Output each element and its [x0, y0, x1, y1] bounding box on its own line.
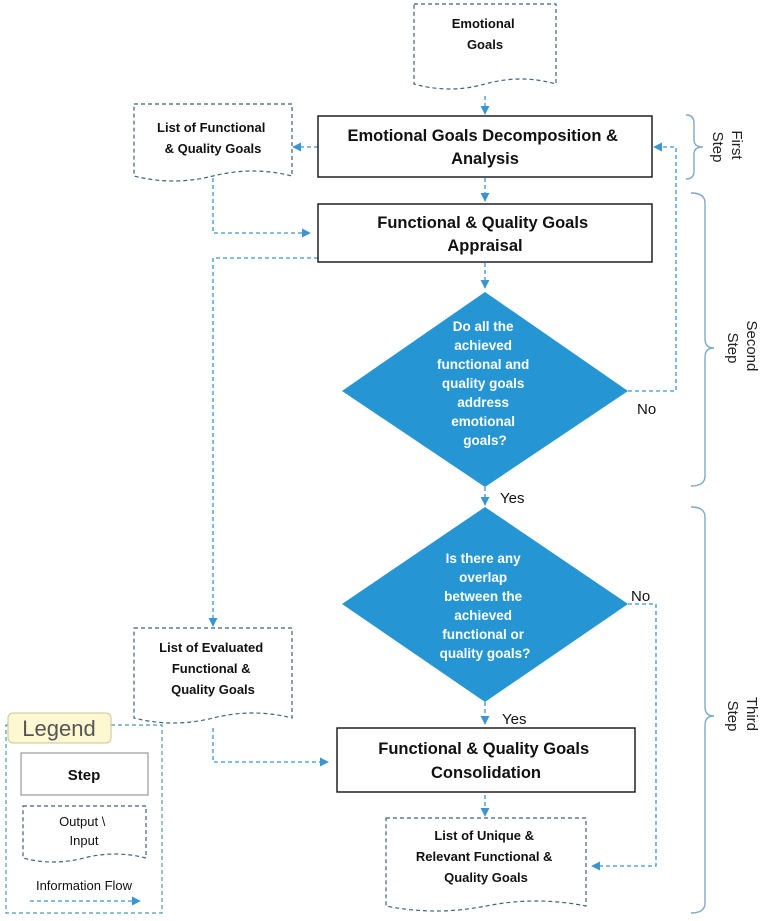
decision-overlap-line: functional or — [442, 627, 524, 642]
flow-evaluated-to-consolidation — [212, 728, 329, 767]
step-consolidation: Functional & Quality Goals Consolidation — [336, 727, 636, 793]
legend-document-label: Output \ Input — [59, 814, 109, 848]
decision-overlap-line: overlap — [459, 570, 507, 585]
flow-list-to-appraisal — [212, 178, 311, 238]
decision-address-line: Do all the — [453, 319, 514, 334]
flow-no-loop-back — [628, 142, 677, 392]
phase-first-line: Step — [709, 132, 726, 163]
doc-list-functional-quality-label: List of Functional & Quality Goals — [157, 120, 269, 156]
legend-document-line: Input — [70, 833, 99, 848]
decision-overlap-label: Is there any overlap between the achieve… — [440, 551, 531, 661]
phase-second-line: Second — [743, 320, 760, 371]
legend-title: Legend — [22, 716, 95, 741]
legend-title-tab — [7, 712, 112, 744]
legend-step-label: Step — [68, 767, 101, 784]
decision-overlap-line: achieved — [454, 608, 512, 623]
doc-list-evaluated: List of Evaluated Functional & Quality G… — [133, 627, 293, 724]
decision-address-line: functional and — [437, 357, 529, 372]
decision-address-line: goals? — [463, 433, 507, 448]
phase-third-line: Step — [724, 701, 741, 732]
decision-address-line: quality goals — [442, 376, 525, 391]
phase-second-label: Second Step — [724, 320, 760, 375]
decision-address-line: emotional — [451, 414, 515, 429]
legend-flow-label: Information Flow — [36, 878, 133, 893]
step-consolidation-line: Consolidation — [431, 764, 541, 782]
decision-address-line: address — [457, 395, 509, 410]
doc-evaluated-line: List of Evaluated — [159, 640, 263, 655]
edge-label-overlap-yes: Yes — [502, 711, 526, 728]
phase-third-label: Third Step — [724, 697, 760, 735]
step-consolidation-line: Functional & Quality Goals — [378, 740, 589, 758]
step-decomposition-label: Emotional Goals Decomposition & Analysis — [347, 127, 622, 168]
doc-list-evaluated-label: List of Evaluated Functional & Quality G… — [159, 640, 267, 697]
phase-third-line: Third — [743, 697, 760, 731]
decision-address-emotional-goals: Do all the achieved functional and quali… — [342, 292, 628, 487]
doc-unique-line: Relevant Functional & — [416, 849, 553, 864]
doc-list-unique-label: List of Unique & Relevant Functional & Q… — [416, 828, 556, 885]
flow-overlap-no-to-unique — [591, 603, 657, 871]
phase-first-label: First Step — [709, 130, 745, 163]
step-appraisal-line: Functional & Quality Goals — [377, 214, 588, 232]
step-consolidation-label: Functional & Quality Goals Consolidation — [378, 740, 593, 782]
legend-document-swatch — [22, 805, 147, 863]
phase-second-line: Step — [724, 333, 741, 364]
legend: Legend Step Output \ Input Information F… — [5, 712, 163, 914]
doc-unique-line: Quality Goals — [444, 870, 528, 885]
step-appraisal-line: Appraisal — [447, 237, 522, 255]
bracket-first-step — [685, 114, 704, 180]
bracket-second-step — [690, 192, 715, 487]
edge-label-address-no: No — [637, 401, 656, 418]
legend-step-swatch — [20, 752, 149, 796]
doc-unique-line: List of Unique & — [434, 828, 534, 843]
bracket-third-step — [690, 506, 715, 914]
step-decomposition: Emotional Goals Decomposition & Analysis — [317, 115, 653, 178]
doc-emotional-goals-line: Emotional — [452, 16, 515, 31]
doc-evaluated-line: Quality Goals — [171, 682, 255, 697]
decision-overlap-line: between the — [444, 589, 523, 604]
step-appraisal-label: Functional & Quality Goals Appraisal — [377, 214, 592, 255]
doc-evaluated-line: Functional & — [172, 661, 251, 676]
decision-overlap-line: Is there any — [446, 551, 522, 566]
doc-list-unique: List of Unique & Relevant Functional & Q… — [385, 817, 587, 912]
doc-list-line: & Quality Goals — [165, 141, 262, 156]
step-appraisal: Functional & Quality Goals Appraisal — [317, 203, 653, 263]
step-decomposition-line: Analysis — [451, 150, 519, 168]
doc-emotional-goals-line: Goals — [467, 37, 503, 52]
doc-emotional-goals-label: Emotional Goals — [452, 16, 518, 52]
doc-list-line: List of Functional — [157, 120, 265, 135]
legend-document-line: Output \ — [59, 814, 106, 829]
decision-overlap: Is there any overlap between the achieve… — [342, 507, 628, 702]
doc-list-functional-quality: List of Functional & Quality Goals — [133, 103, 293, 182]
doc-emotional-goals: Emotional Goals — [413, 3, 557, 90]
decision-overlap-line: quality goals? — [440, 646, 531, 661]
edge-label-address-yes: Yes — [500, 490, 524, 507]
decision-address-label: Do all the achieved functional and quali… — [437, 319, 533, 448]
decision-address-line: achieved — [454, 338, 512, 353]
flow-appraisal-to-evaluated — [208, 257, 318, 627]
edge-label-overlap-no: No — [631, 588, 650, 605]
phase-first-line: First — [728, 130, 745, 160]
step-decomposition-line: Emotional Goals Decomposition & — [347, 127, 618, 145]
